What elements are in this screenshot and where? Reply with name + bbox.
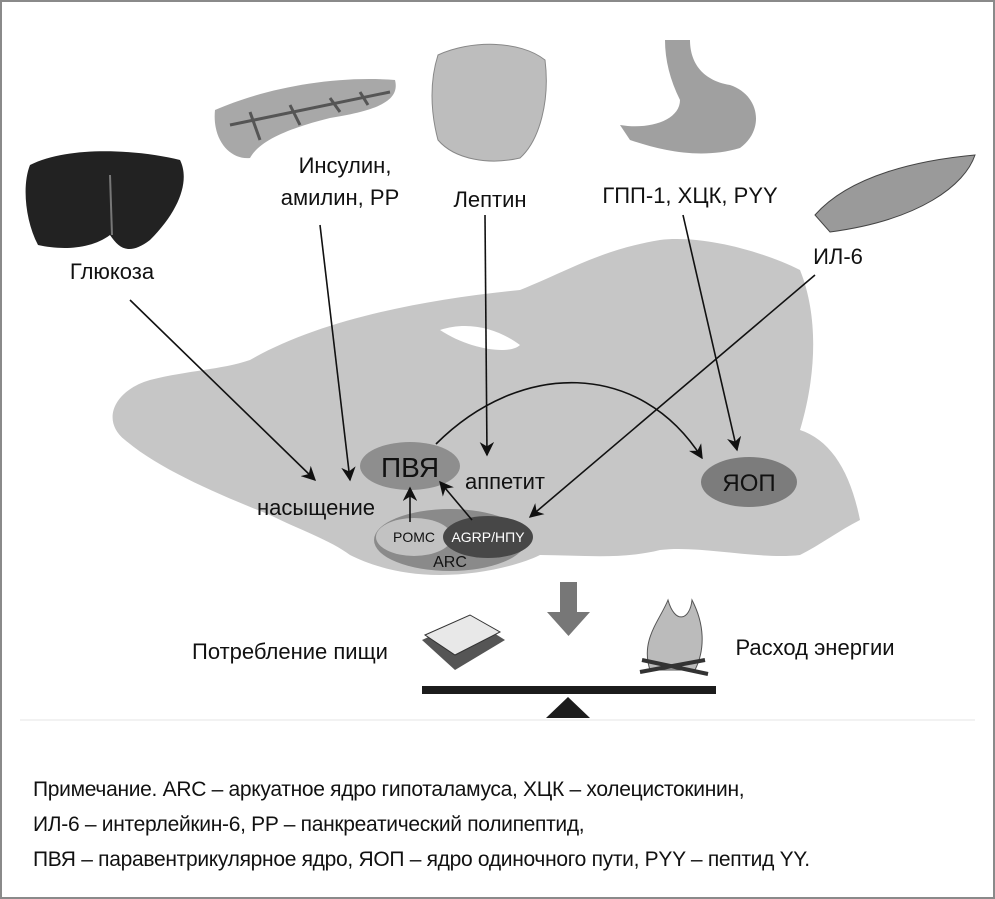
sandwich-icon (422, 614, 505, 670)
adipose-tissue-icon (431, 43, 547, 162)
pomc-neurons (376, 518, 452, 556)
label-pvn: ПВЯ (381, 452, 439, 483)
arrow-glucose (129, 299, 317, 482)
label-energy-expenditure: Расход энергии (735, 635, 894, 660)
muscle-icon (814, 154, 976, 233)
agrp-npy-neurons (443, 516, 533, 558)
label-insulin: Инсулин, (299, 153, 392, 178)
label-nts: ЯОП (722, 470, 775, 497)
figure-note: Примечание. ARC – аркуатное ядро гипотал… (33, 772, 810, 877)
note-line-1: Примечание. ARC – аркуатное ядро гипотал… (33, 778, 745, 801)
label-gut-hormones: ГПП-1, ХЦК, PYY (602, 183, 778, 208)
note-line-3: ПВЯ – паравентрикулярное ядро, ЯОП – ядр… (33, 848, 810, 871)
stomach-icon (620, 40, 757, 154)
label-agrp: AGRP/НПY (451, 529, 525, 545)
arrow-gut (682, 214, 742, 452)
label-glucose: Глюкоза (70, 259, 155, 284)
balance-fulcrum (546, 697, 590, 718)
arrow-insulin (319, 224, 356, 482)
brain-gap (440, 325, 520, 350)
label-il6: ИЛ-6 (813, 244, 863, 269)
fire-icon (639, 598, 709, 676)
nts-nucleus (701, 457, 797, 507)
label-leptin: Лептин (453, 187, 526, 212)
arrow-il6 (528, 274, 816, 518)
liver-icon (25, 151, 184, 250)
label-satiety: насыщение (257, 495, 375, 520)
label-pomc: POMC (393, 529, 435, 545)
pvn-nucleus (360, 442, 460, 490)
label-appetite: аппетит (465, 469, 545, 494)
arrow-agrp-to-pvn (439, 480, 473, 521)
label-food-intake: Потребление пищи (192, 639, 388, 664)
pancreas-icon (214, 79, 396, 159)
arrow-pvn-to-nts (435, 381, 703, 460)
balance-beam (422, 686, 716, 694)
label-amylin-pp: амилин, PP (281, 185, 400, 210)
down-arrow-icon (547, 582, 590, 636)
arrow-leptin (479, 214, 495, 457)
note-line-2: ИЛ-6 – интерлейкин-6, PP – панкреатическ… (33, 813, 585, 836)
label-arc: ARC (433, 554, 467, 571)
